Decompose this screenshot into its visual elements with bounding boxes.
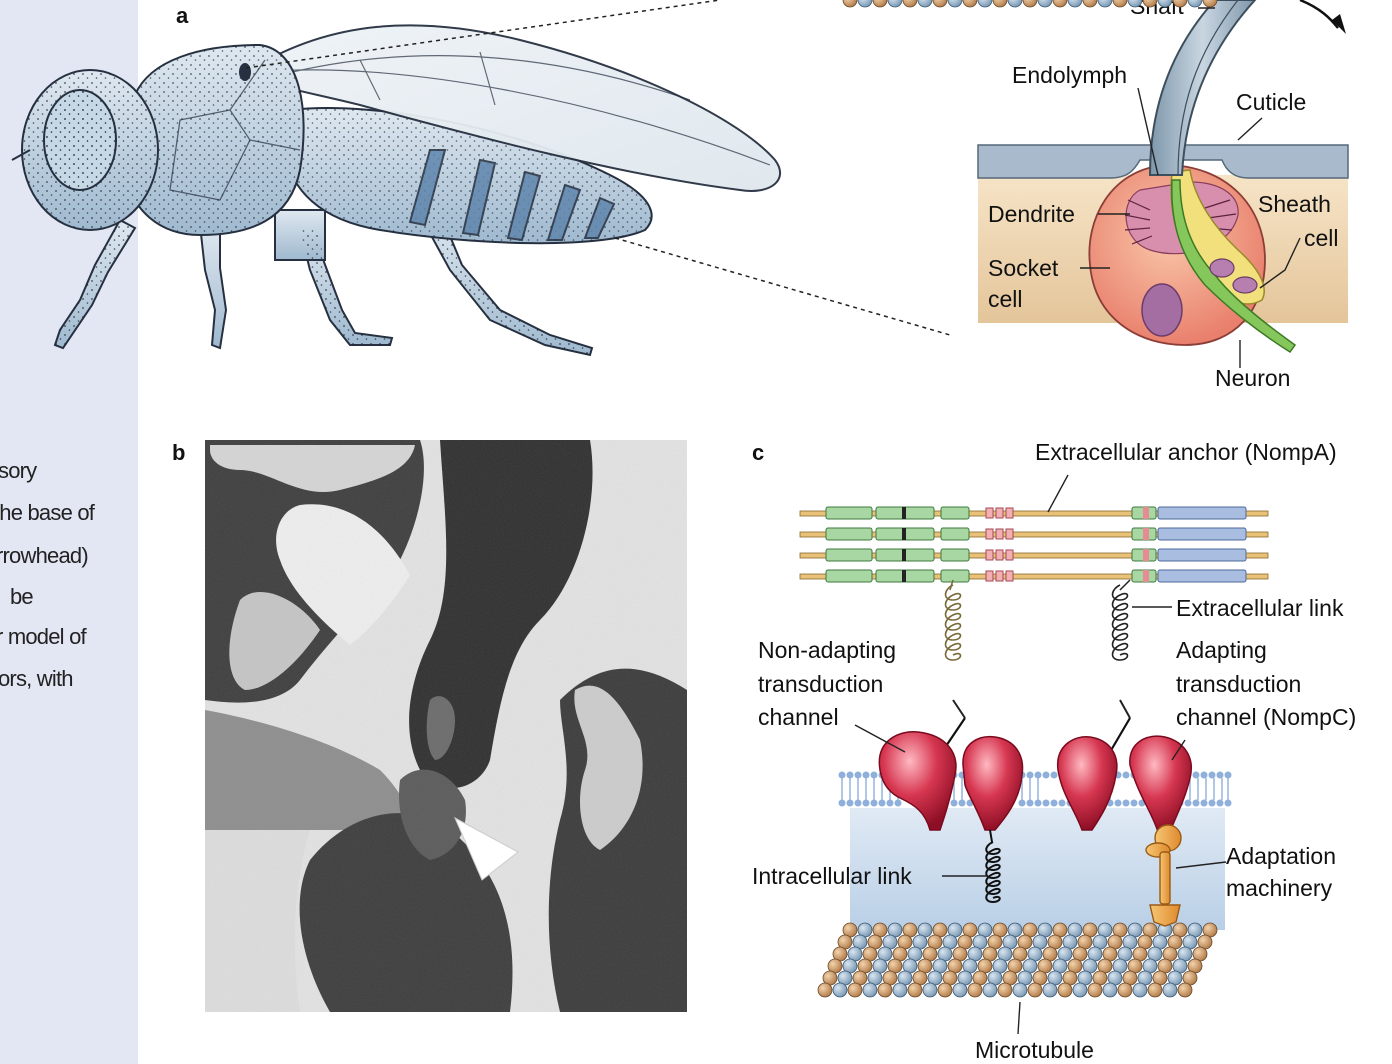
adapting-channel-2 [1130, 736, 1191, 832]
caption-sidebar: sory the base of rrowhead) be r model of… [0, 0, 138, 1064]
nonadapting-channel-2 [963, 737, 1023, 830]
cell-membrane [838, 772, 1232, 809]
label-adaptation-1: Adaptation [1226, 843, 1336, 869]
label-shaft: Shaft [1130, 0, 1184, 19]
neuron-nucleus [1210, 259, 1234, 277]
panel-label-c: c [752, 440, 764, 466]
label-nonadapting-2: transduction [758, 671, 883, 697]
sheath-cell [1171, 170, 1264, 304]
caption-line: rrowhead) [0, 543, 134, 569]
label-adapting-3: channel (NompC) [1176, 704, 1356, 730]
transduction-channels [879, 732, 1191, 832]
adapting-channel-1 [1058, 737, 1117, 830]
deflection-arrow [1300, 0, 1338, 28]
label-nonadapting-1: Non-adapting [758, 637, 896, 663]
arrowhead-marker [455, 818, 518, 880]
label-socket-2: cell [988, 286, 1023, 312]
fly-abdomen [285, 108, 652, 243]
anchor-filaments [800, 507, 1268, 582]
label-nonadapting-3: channel [758, 704, 839, 730]
caption-line: be [10, 584, 148, 610]
label-adapting-2: transduction [1176, 671, 1301, 697]
label-adapting-1: Adapting [1176, 637, 1267, 663]
label-sheath-1: Sheath [1258, 191, 1331, 217]
label-microtubule: Microtubule [975, 1037, 1094, 1063]
zoom-line-top [246, 0, 720, 68]
zoom-line-bottom [615, 238, 950, 335]
label-intracellular-link: Intracellular link [752, 863, 912, 889]
label-dendrite: Dendrite [988, 201, 1075, 227]
label-extracellular-link: Extracellular link [1176, 595, 1344, 621]
microtubule [818, 0, 1217, 997]
neuron-cell [1172, 180, 1295, 352]
panel-label-b: b [172, 440, 185, 466]
label-cuticle: Cuticle [1236, 89, 1306, 115]
label-adaptation-2: machinery [1226, 875, 1333, 901]
adaptation-machinery [1146, 825, 1181, 926]
dendrite-region [1126, 182, 1238, 254]
cytoplasm [850, 790, 1225, 930]
label-endolymph: Endolymph [1012, 62, 1127, 88]
fly-thorax [125, 45, 304, 235]
epidermis-layer [978, 175, 1348, 323]
fly-wing [250, 25, 780, 191]
label-anchor: Extracellular anchor (NompA) [1035, 439, 1337, 465]
nonadapting-channel-1 [879, 732, 956, 830]
caption-line: the base of [0, 500, 132, 526]
intracellular-link-spring [986, 830, 1000, 902]
label-sheath-2: cell [1304, 225, 1339, 251]
panel-label-a: a [176, 3, 188, 29]
caption-line: r model of [0, 624, 134, 650]
socket-nucleus [1142, 284, 1182, 336]
extracellular-link-springs [946, 585, 966, 718]
label-neuron: Neuron [1215, 365, 1290, 391]
bristle-shaft [1150, 0, 1255, 175]
sheath-nucleus [1233, 277, 1257, 293]
socket-cell [1089, 165, 1265, 345]
caption-line: sory [0, 458, 136, 484]
cuticle-layer [978, 145, 1348, 178]
caption-line: ors, with [0, 666, 136, 692]
label-socket-1: Socket [988, 255, 1059, 281]
